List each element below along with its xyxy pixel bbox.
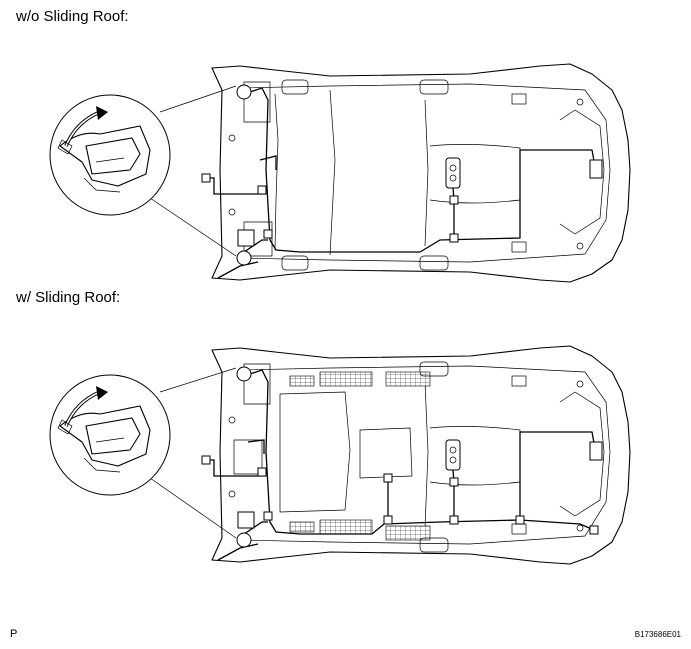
detail-magnifier <box>49 94 171 216</box>
wire-harness-2 <box>201 366 603 561</box>
vehicle-body-outline <box>211 63 631 283</box>
corner-code: P <box>10 628 18 640</box>
figure-id: B173686E01 <box>634 630 681 639</box>
diagram-with-sliding-roof <box>49 345 631 565</box>
callout-lines-2 <box>149 367 237 539</box>
detail-magnifier-2 <box>49 374 171 496</box>
title-with-sliding-roof: w/ Sliding Roof: <box>16 289 121 306</box>
vehicle-body-outline-2 <box>211 345 631 565</box>
title-without-sliding-roof: w/o Sliding Roof: <box>16 8 129 25</box>
callout-lines <box>149 85 237 257</box>
wire-harness <box>201 84 603 279</box>
diagram-without-sliding-roof <box>49 63 631 283</box>
